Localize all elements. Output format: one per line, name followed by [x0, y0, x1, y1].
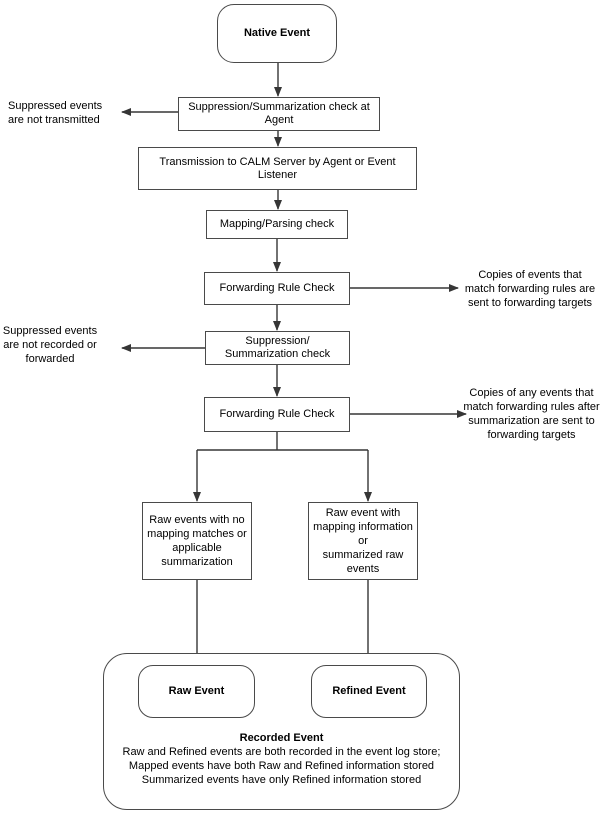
annotation-copies-forwarding: Copies of events that match forwarding r…: [464, 269, 596, 309]
annotation-suppressed-not-recorded: Suppressed events are not recorded or fo…: [2, 325, 98, 365]
annotation-copies-after-summarization: Copies of any events that match forwardi…: [463, 387, 600, 441]
node-forwarding-rule-check-2: Forwarding Rule Check: [204, 397, 350, 432]
node-transmission: Transmission to CALM Server by Agent or …: [138, 147, 417, 190]
node-mapping-parsing-check: Mapping/Parsing check: [206, 210, 348, 239]
node-raw-events-no-mapping: Raw events with no mapping matches or ap…: [142, 502, 252, 580]
node-refined-event: Refined Event: [311, 665, 427, 718]
node-suppression-check-agent: Suppression/Summarization check at Agent: [178, 97, 380, 131]
node-raw-event-with-mapping: Raw event with mapping information or su…: [308, 502, 418, 580]
node-suppression-check: Suppression/ Summarization check: [205, 331, 350, 365]
recorded-event-text: Recorded Event Raw and Refined events ar…: [103, 731, 460, 787]
node-forwarding-rule-check-1: Forwarding Rule Check: [204, 272, 350, 305]
node-native-event: Native Event: [217, 4, 337, 63]
recorded-event-description: Raw and Refined events are both recorded…: [122, 746, 441, 786]
node-raw-event: Raw Event: [138, 665, 255, 718]
branch-split-line: [197, 432, 368, 451]
recorded-event-title: Recorded Event: [239, 732, 324, 744]
annotation-suppressed-not-transmitted: Suppressed events are not transmitted: [8, 100, 103, 126]
